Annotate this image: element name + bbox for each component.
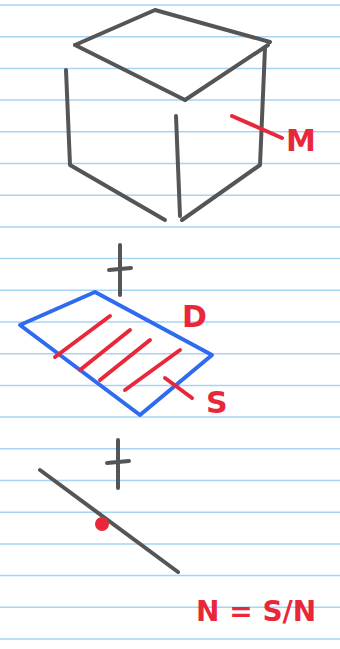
handwritten-label: D bbox=[182, 302, 207, 332]
curve-sketch bbox=[40, 470, 178, 572]
handwritten-label: N = S/N bbox=[196, 598, 316, 626]
ruled-lines bbox=[0, 5, 340, 639]
map-arrow bbox=[109, 245, 131, 295]
cube-sketch bbox=[66, 10, 270, 220]
surface-sketch bbox=[20, 292, 212, 415]
label-tick bbox=[232, 116, 282, 138]
handwritten-label: M bbox=[286, 126, 316, 156]
map-arrow bbox=[107, 440, 129, 488]
point bbox=[95, 517, 109, 531]
divisor-lines bbox=[55, 316, 192, 398]
handwritten-label: S bbox=[206, 388, 228, 418]
